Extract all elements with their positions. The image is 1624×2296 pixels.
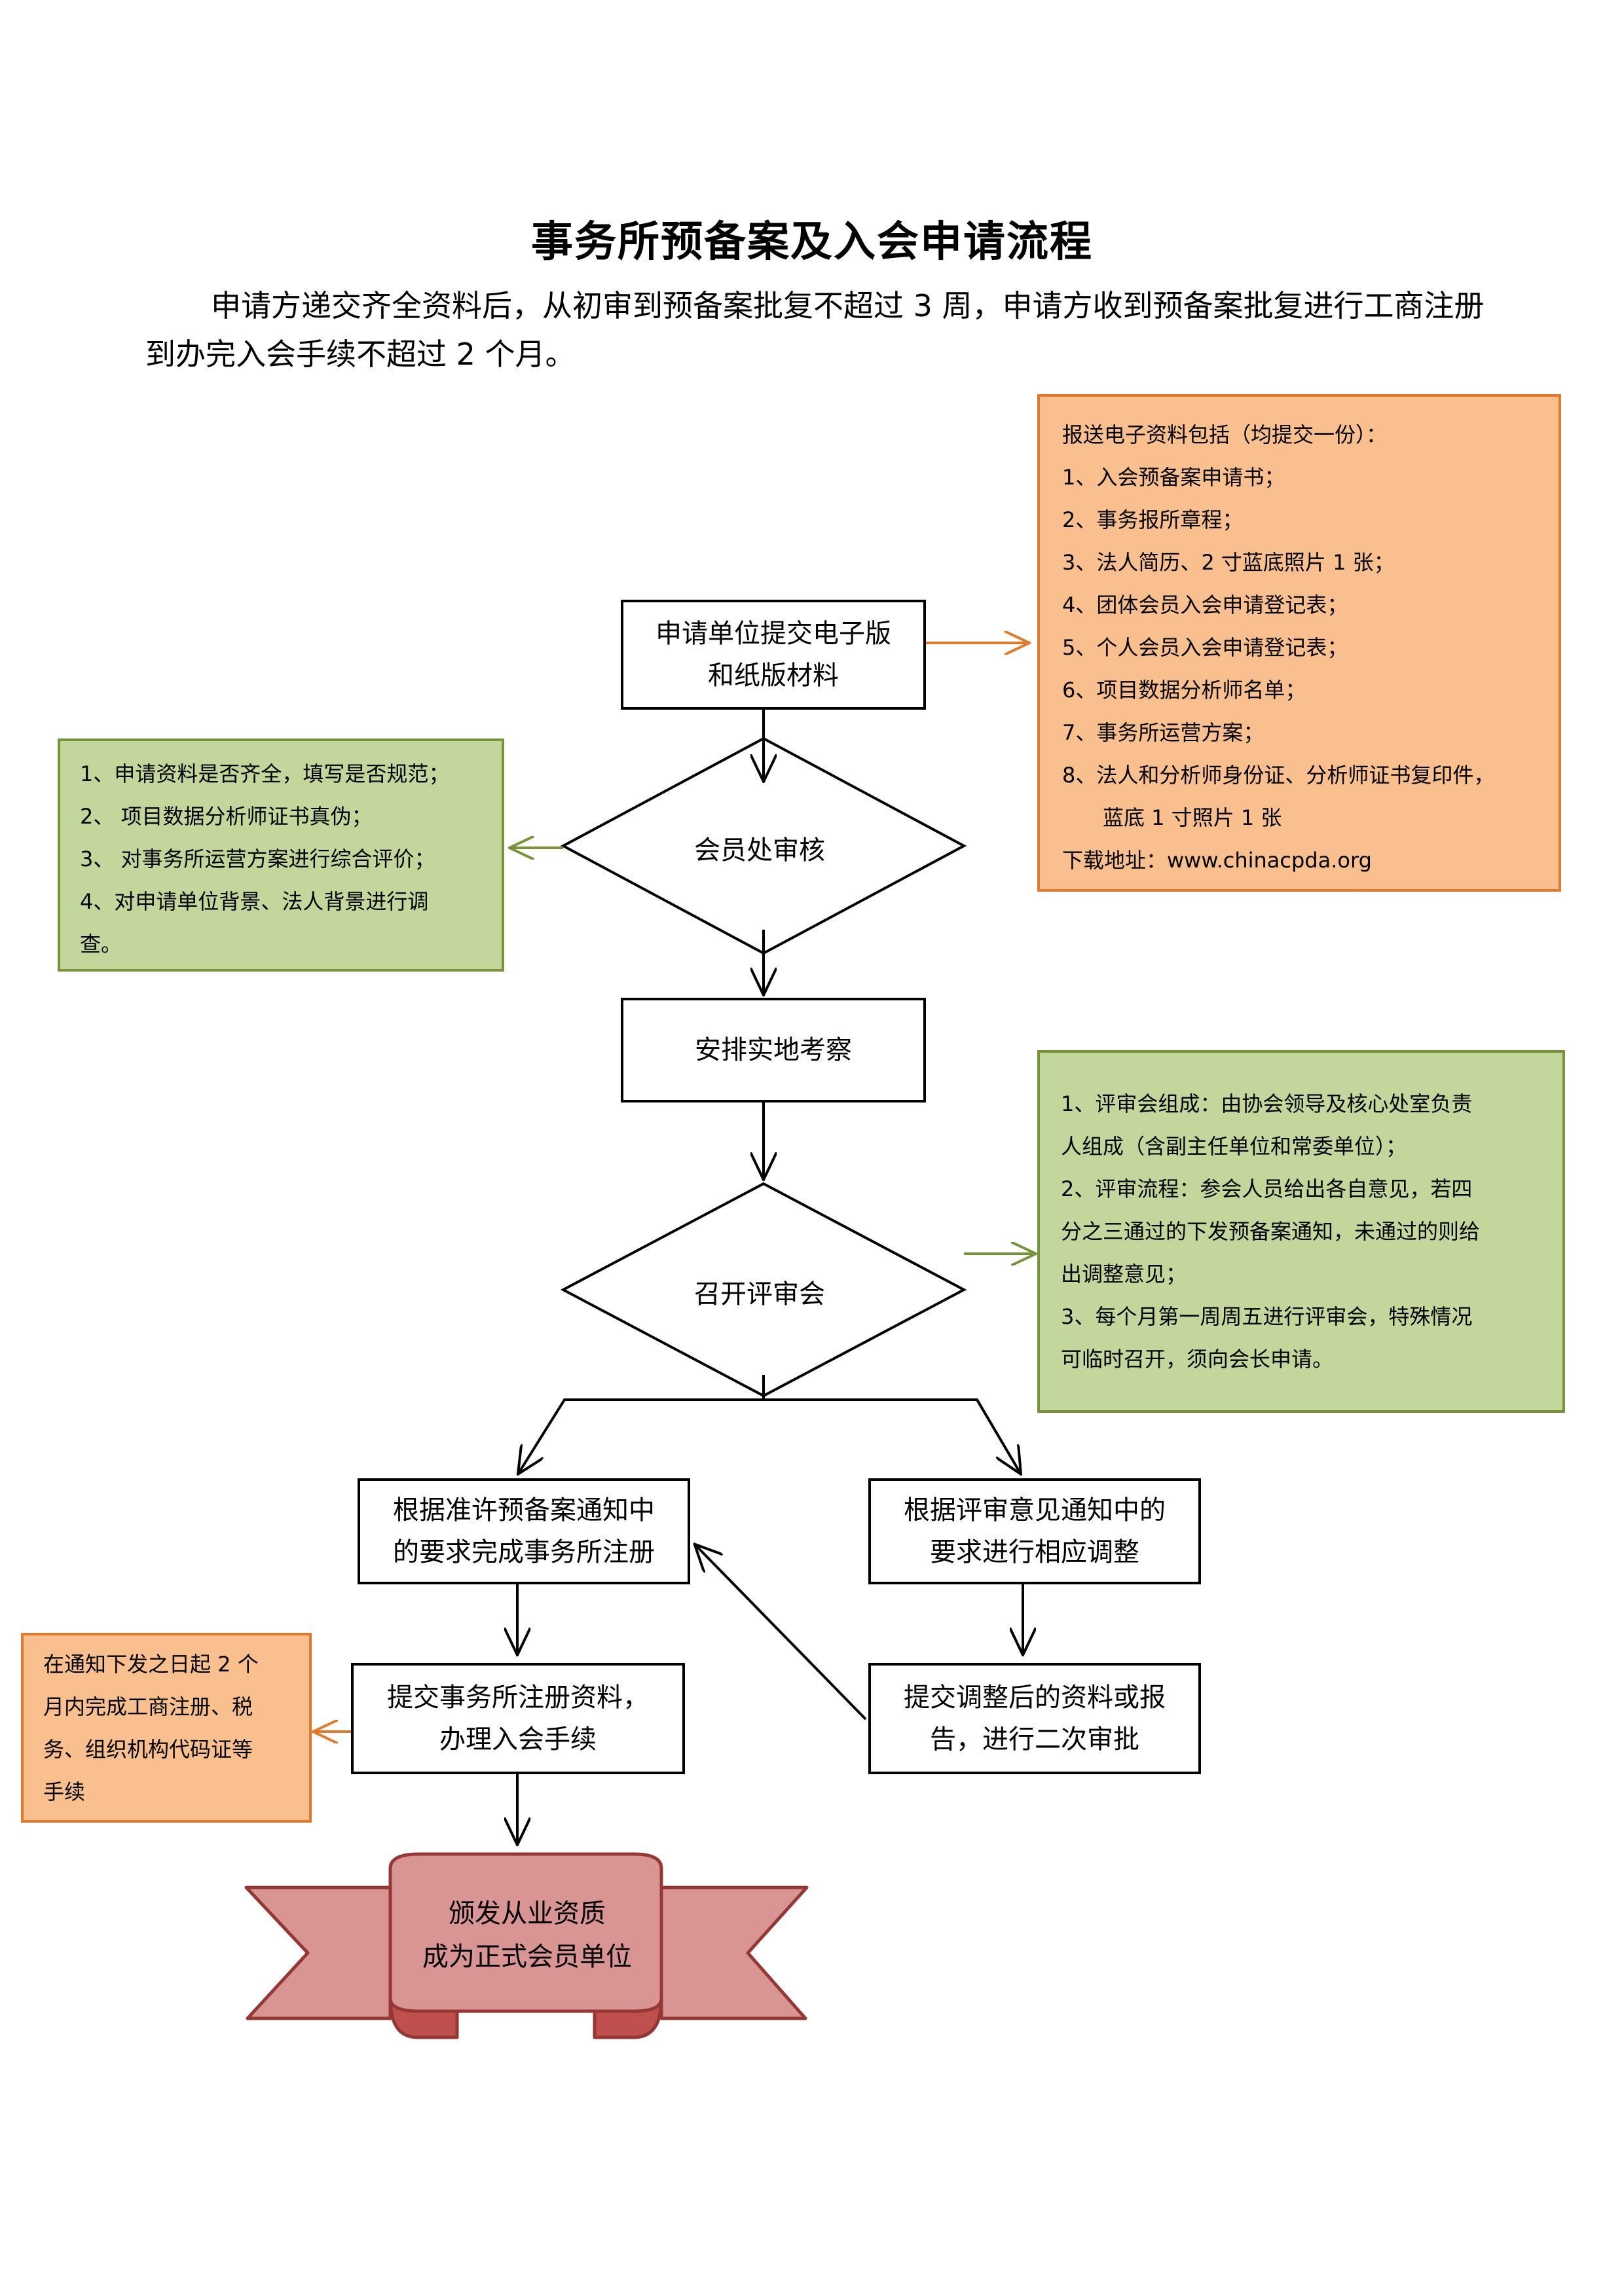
submit-registration-box: 提交事务所注册资料， 办理入会手续 xyxy=(351,1663,685,1774)
final-label: 颁发从业资质 成为正式会员单位 xyxy=(422,1899,632,1972)
submit-materials-box: 申请单位提交电子版 和纸版材料 xyxy=(621,600,926,710)
page-title: 事务所预备案及入会申请流程 xyxy=(531,218,1093,266)
review-meeting-label: 召开评审会 xyxy=(694,1279,825,1309)
registration-deadline-note: 在通知下发之日起 2 个 月内完成工商注册、税 务、组织机构代码证等 手续 xyxy=(21,1633,312,1823)
complete-registration-box: 根据准许预备案通知中 的要求完成事务所注册 xyxy=(358,1478,690,1584)
resubmit-box: 提交调整后的资料或报 告，进行二次审批 xyxy=(868,1663,1201,1774)
materials-note: 报送电子资料包括（均提交一份）： 1、入会预备案申请书； 2、事务报所章程； 3… xyxy=(1037,394,1561,892)
intro-paragraph: 申请方递交齐全资料后，从初审到预备案批复不超过 3 周，申请方收到预备案批复进行… xyxy=(145,288,1485,372)
arrow-meeting-to-register xyxy=(519,1398,764,1473)
arrow-resubmit-to-register xyxy=(695,1545,867,1721)
site-inspection-box: 安排实地考察 xyxy=(621,998,926,1102)
final-ribbon xyxy=(244,1852,809,2039)
arrow-meeting-to-adjust xyxy=(764,1398,1020,1473)
member-review-label: 会员处审核 xyxy=(694,835,825,866)
meeting-rules-note: 1、评审会组成：由协会领导及核心处室负责 人组成（含副主任单位和常委单位）； 2… xyxy=(1037,1050,1565,1413)
review-criteria-note: 1、申请资料是否齐全，填写是否规范； 2、 项目数据分析师证书真伪； 3、 对事… xyxy=(58,738,504,972)
adjust-per-opinion-box: 根据评审意见通知中的 要求进行相应调整 xyxy=(868,1478,1201,1584)
